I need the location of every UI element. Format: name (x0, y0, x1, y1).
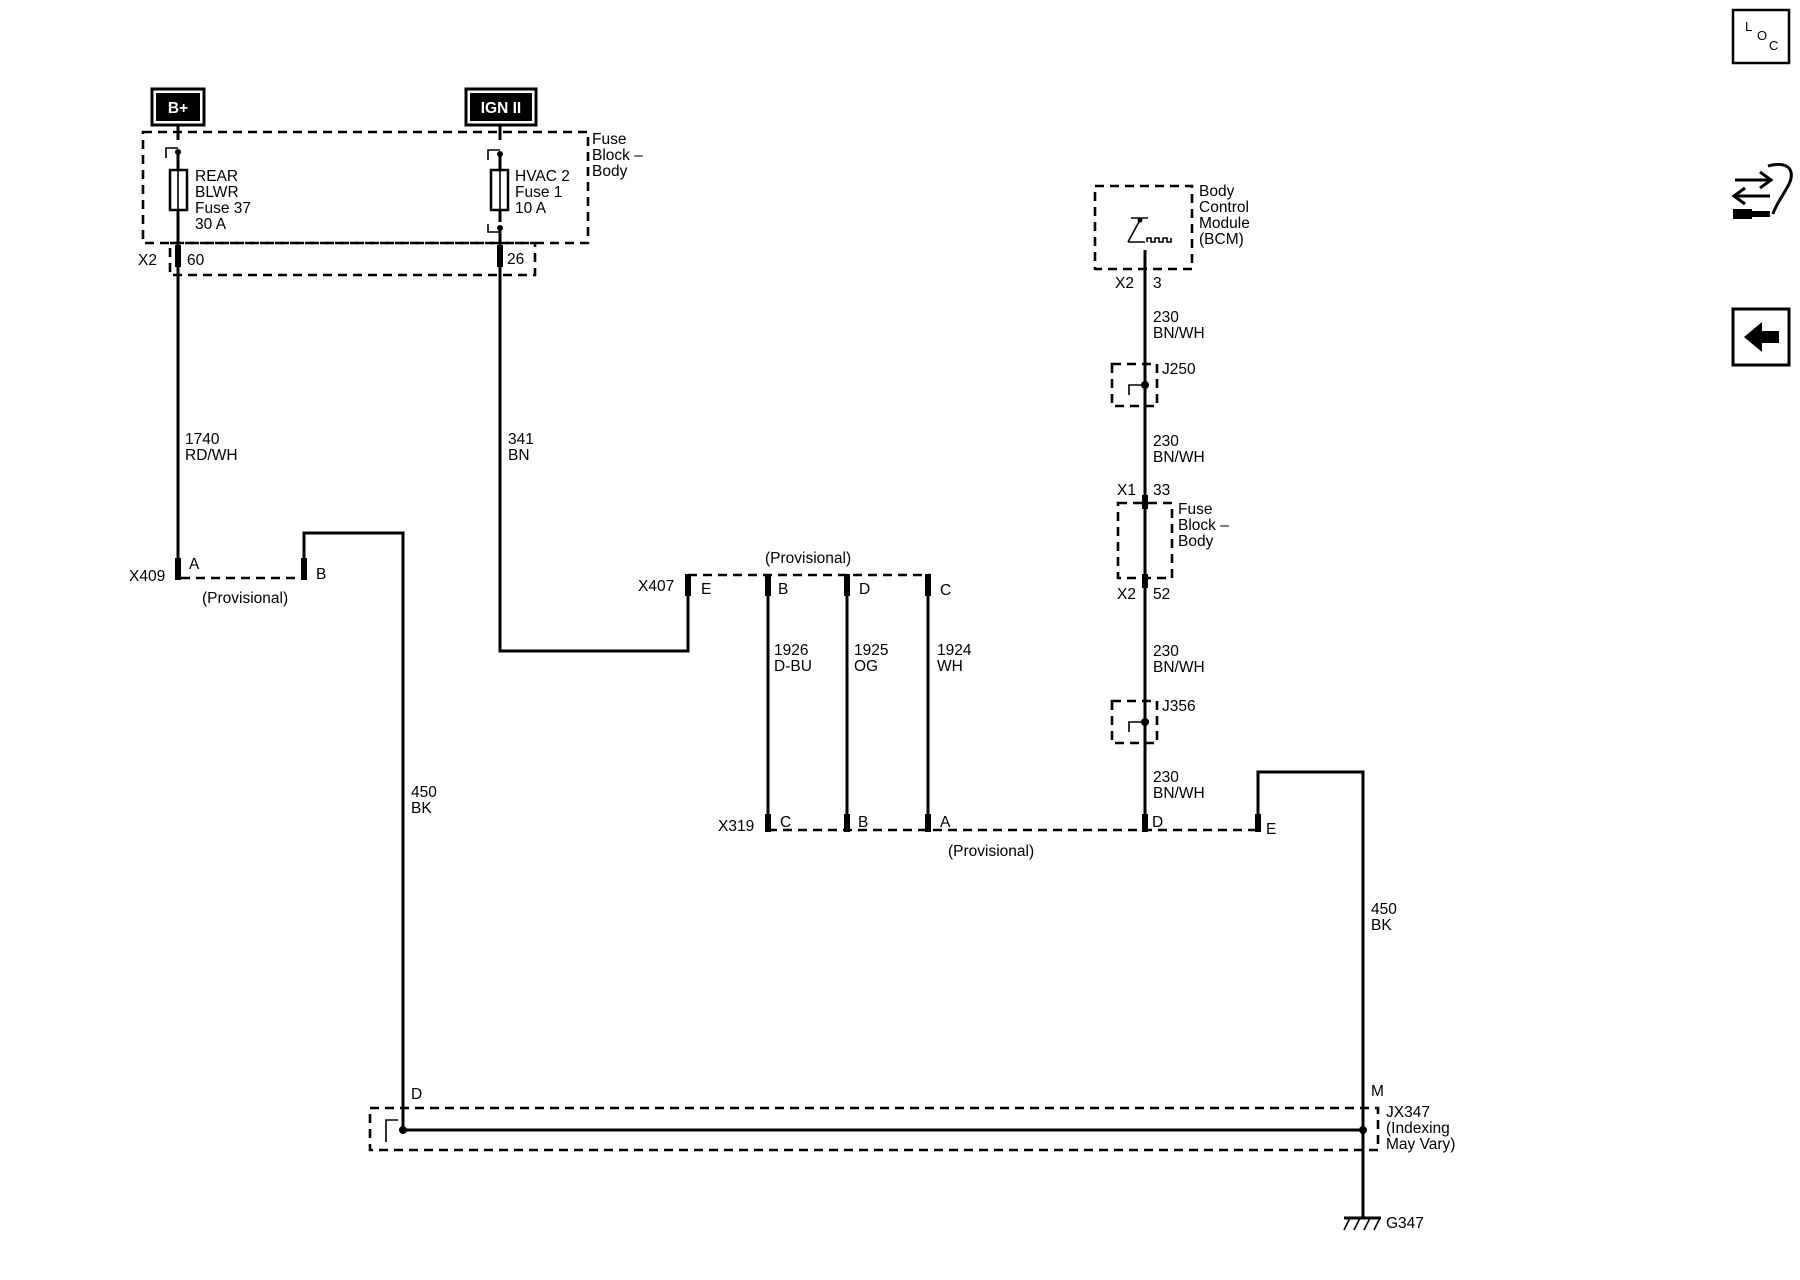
fuse-rear-label-1: REAR (195, 168, 238, 185)
fuse-block-mid-pin-top: 33 (1153, 482, 1170, 499)
x2-top-connector-label: X2 (138, 252, 157, 269)
fuse-rear-label-3: Fuse 37 (195, 200, 251, 217)
wire-1926-color: D-BU (774, 658, 812, 675)
bcm-label-4: (BCM) (1199, 231, 1244, 248)
bcm-label-3: Module (1199, 215, 1250, 232)
fuse-block-top-outline (141, 130, 590, 245)
fuse-hvac-label-1: HVAC 2 (515, 168, 570, 185)
wire-230-b-circuit: 230 (1153, 433, 1179, 450)
fuse-block-top-label-2: Block – (592, 147, 643, 164)
bcm-label-2: Control (1199, 199, 1249, 216)
wire-230-c-color: BN/WH (1153, 659, 1205, 676)
wire-1925-color: OG (854, 658, 878, 675)
wire-450-left (302, 531, 405, 1130)
x319-pin-e: E (1266, 821, 1276, 838)
ground-symbol (1343, 1216, 1381, 1231)
wire-341 (498, 267, 690, 653)
wire-1740-circuit: 1740 (185, 431, 220, 448)
fuse-block-mid (1116, 495, 1174, 588)
connector-view-icon[interactable] (1731, 163, 1793, 219)
jx347-label-3: May Vary) (1386, 1136, 1455, 1153)
fuse-block-top-label-3: Body (592, 163, 628, 180)
wire-1924-circuit: 1924 (937, 642, 972, 659)
jx347-pin-d: D (411, 1086, 422, 1103)
bcm-pin-label: 3 (1153, 275, 1162, 292)
ign-label: IGN II (481, 100, 521, 117)
wire-230-b-color: BN/WH (1153, 449, 1205, 466)
wire-230-c-circuit: 230 (1153, 643, 1179, 660)
ground-label: G347 (1386, 1215, 1424, 1232)
x319-label: X319 (718, 818, 754, 835)
x409-pin-b: B (316, 566, 326, 583)
wire-341-circuit: 341 (508, 431, 534, 448)
wire-230-a-circuit: 230 (1153, 309, 1179, 326)
x2-top-pin-rear: 60 (187, 252, 205, 269)
fuse-rear-label-4: 30 A (195, 216, 227, 233)
wire-230-d-circuit: 230 (1153, 769, 1179, 786)
x319-pin-c: C (780, 814, 791, 831)
x409-label: X409 (129, 568, 165, 585)
x319-note: (Provisional) (948, 843, 1034, 860)
wire-450-right (1256, 770, 1365, 1218)
x407-pin-c: C (940, 582, 951, 599)
fuse-block-mid-label-2: Block – (1178, 517, 1229, 534)
x409-connector (175, 558, 307, 580)
x319-pin-d: D (1152, 814, 1163, 831)
wire-230-a-color: BN/WH (1153, 325, 1205, 342)
jx347-splice-pack (368, 1106, 1380, 1152)
j250-label: J250 (1162, 361, 1196, 378)
x407-pin-e: E (701, 581, 711, 598)
j356-label: J356 (1162, 698, 1196, 715)
fuse-rear-blower (165, 125, 189, 252)
fuse-hvac (487, 125, 510, 252)
wire-1925-circuit: 1925 (854, 642, 888, 659)
x407-note: (Provisional) (765, 550, 851, 567)
jx347-label-1: JX347 (1386, 1104, 1430, 1121)
x407-pin-b: B (778, 581, 788, 598)
back-arrow-icon[interactable] (1731, 307, 1791, 367)
wire-1924-color: WH (937, 658, 963, 675)
wire-450-right-circuit: 450 (1371, 901, 1397, 918)
fuse-block-mid-label-1: Fuse (1178, 501, 1212, 518)
ign-source: IGN II (464, 87, 538, 127)
fuse-block-mid-label-3: Body (1178, 533, 1214, 550)
fuse-rear-label-2: BLWR (195, 184, 239, 201)
fuse-hvac-label-3: 10 A (515, 200, 547, 217)
x409-pin-a: A (189, 556, 200, 573)
bplus-source: B+ (150, 87, 206, 127)
wire-450-right-color: BK (1371, 917, 1392, 934)
bcm-label-1: Body (1199, 183, 1235, 200)
wire-341-color: BN (508, 447, 530, 464)
wire-1926-circuit: 1926 (774, 642, 808, 659)
wire-450-left-circuit: 450 (411, 784, 437, 801)
fuse-block-mid-conn-top: X1 (1117, 482, 1136, 499)
x407-label: X407 (638, 578, 674, 595)
x319-pin-b: B (858, 814, 868, 831)
fuse-block-mid-conn-bottom: X2 (1117, 586, 1136, 603)
j356-splice (1110, 699, 1159, 745)
fuse-block-top-label-1: Fuse (592, 131, 626, 148)
fuse-block-mid-pin-bottom: 52 (1153, 586, 1170, 603)
wire-1740-color: RD/WH (185, 447, 238, 464)
loc-l: L (1745, 19, 1752, 34)
j250-splice (1110, 362, 1159, 408)
loc-c: C (1769, 38, 1778, 53)
x2-top-pin-hvac: 26 (507, 251, 524, 268)
loc-button[interactable]: L O C (1731, 8, 1791, 65)
jx347-label-2: (Indexing (1386, 1120, 1450, 1137)
fuse-hvac-label-2: Fuse 1 (515, 184, 562, 201)
x319-connector (765, 814, 1262, 832)
x407-connector (685, 573, 931, 596)
wire-450-left-color: BK (411, 800, 432, 817)
bcm-connector-label: X2 (1115, 275, 1134, 292)
x2-top-outline (168, 241, 537, 277)
jx347-pin-m: M (1371, 1083, 1384, 1100)
bplus-label: B+ (168, 100, 188, 117)
wire-230-d-color: BN/WH (1153, 785, 1205, 802)
x407-pin-d: D (859, 581, 870, 598)
x319-pin-a: A (940, 814, 951, 831)
loc-o: O (1757, 28, 1767, 43)
x409-note: (Provisional) (202, 590, 288, 607)
